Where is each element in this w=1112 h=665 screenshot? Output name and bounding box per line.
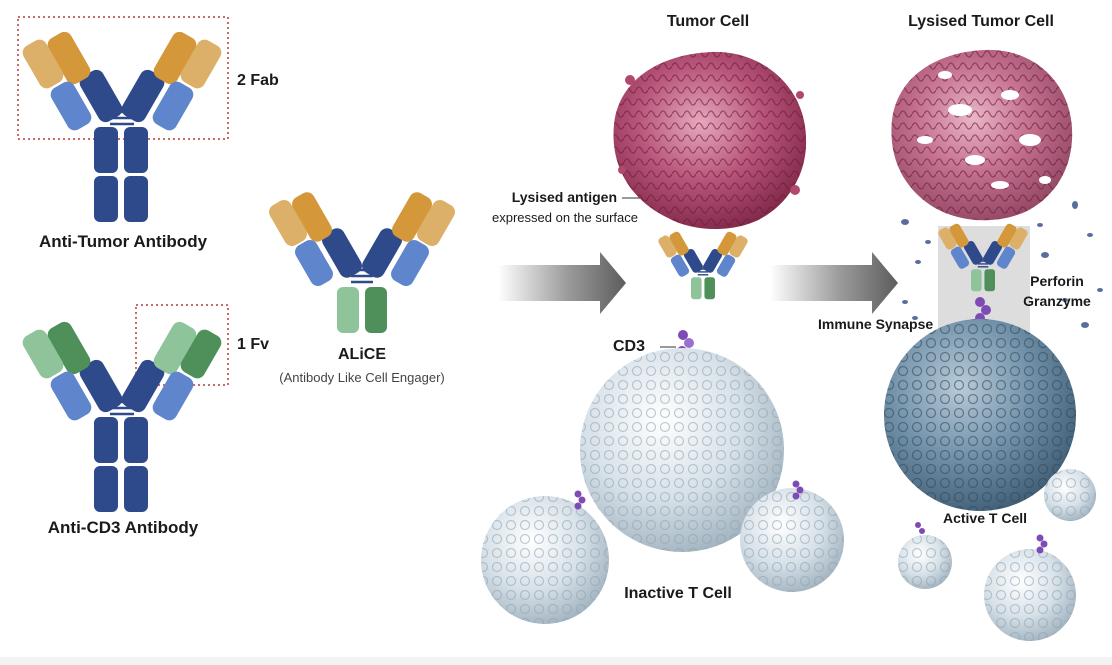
fab-dashed-box [17,16,229,140]
active-t-cell-small-left [898,522,952,589]
bound-alice-right [938,223,1028,292]
anti-cd3-antibody [22,304,229,512]
inactive-t-cell-left [481,490,609,624]
label-1-fv: 1 Fv [237,336,270,353]
inactive-t-cell-large [580,348,784,552]
bound-alice-middle [658,231,748,300]
label-tumor-cell: Tumor Cell [666,13,750,30]
perforin-granzyme-dots [901,201,1103,328]
arrow-1 [498,252,626,314]
label-2-fab: 2 Fab [237,72,279,89]
active-t-cell [884,319,1076,511]
lysised-tumor-cell [891,49,1073,221]
active-t-cell-small-bottom [984,534,1076,641]
label-inactive-t-cell: Inactive T Cell [624,585,732,602]
alice-antibody [269,192,455,333]
label-lysised-tumor-cell: Lysised Tumor Cell [908,13,1054,30]
label-immune-synapse: Immune Synapse [818,316,934,332]
label-cd3: CD3 [613,338,646,355]
label-granzyme: Granzyme [1023,293,1091,309]
tumor-cell [613,51,807,230]
label-alice: ALiCE [338,346,386,363]
label-alice-subtitle: (Antibody Like Cell Engager) [279,370,445,385]
anti-tumor-antibody [17,16,229,222]
label-active-t-cell: Active T Cell [942,510,1028,526]
label-perforin: Perforin [1030,273,1084,289]
fv-dashed-box [135,304,229,386]
active-t-cell-small-right [1044,469,1096,521]
label-lysised-antigen: Lysised antigen [511,189,617,205]
arrow-2 [770,252,898,314]
bottom-strip [0,657,1112,665]
label-anti-cd3-antibody: Anti-CD3 Antibody [47,518,199,537]
label-anti-tumor-antibody: Anti-Tumor Antibody [38,232,208,251]
inactive-t-cell-right [740,480,844,592]
label-expressed-surface: expressed on the surface [492,210,638,225]
